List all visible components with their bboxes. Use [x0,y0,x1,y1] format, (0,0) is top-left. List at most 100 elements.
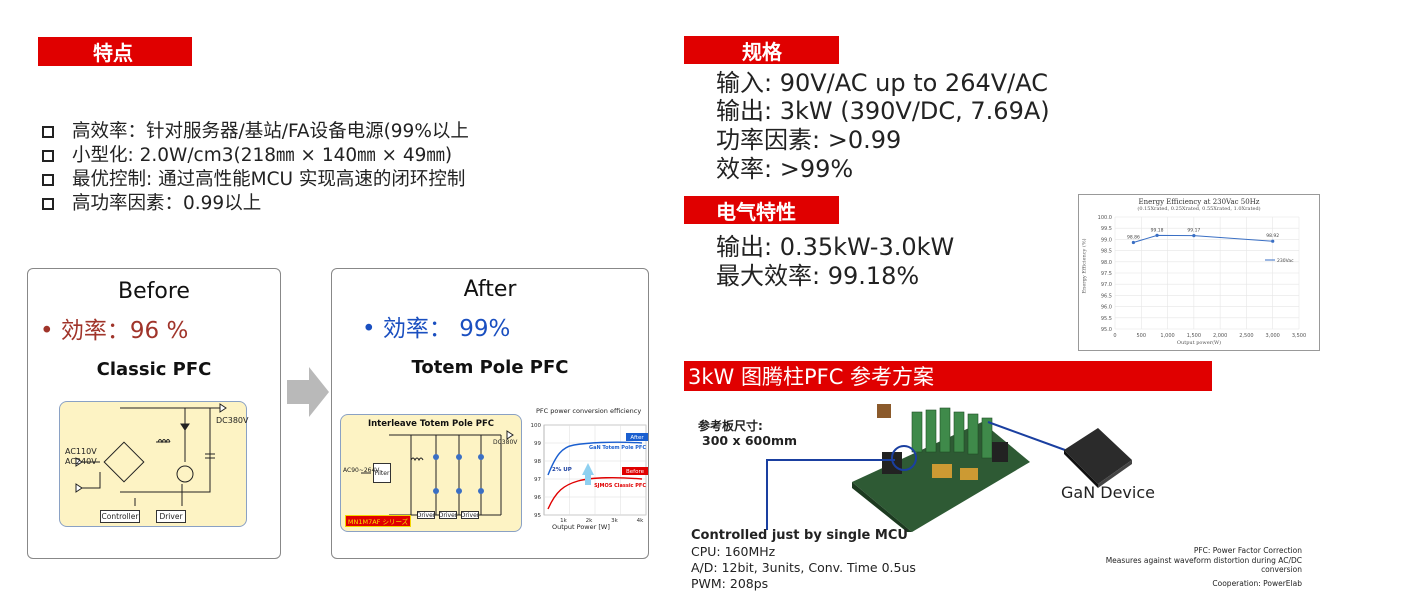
data-label: 98.92 [1266,233,1279,239]
mini-x-tick: 3k [611,518,618,524]
mini-chart-xlabel: Output Power [W] [552,523,610,531]
mini-y-tick: 99 [534,441,541,447]
electrical-header: 电气特性 [684,196,839,224]
before-ac2-label: AC240V [65,457,97,466]
note-line: Measures against waveform distortion dur… [1105,555,1302,565]
before-pfc-title: Classic PFC [96,359,212,380]
spec-line: 功率因素: >0.99 [716,126,902,154]
after-ac-label: AC90~264V [343,467,380,474]
mcu-line: A/D: 12bit, 3units, Conv. Time 0.5us [691,560,916,575]
x-tick-label: 0 [1113,333,1116,339]
mini-after-tag-label: After [630,435,644,441]
mini-up-arrow [582,463,594,475]
data-label: 99.17 [1187,228,1200,234]
mcu-line: CPU: 160MHz [691,544,776,559]
mcu-badge: MN1M7AF シリーズ [345,515,411,527]
x-tick-label: 2,000 [1213,333,1227,339]
feature-text: 高功率因素：0.99以上 [72,193,262,214]
series-line [1133,234,1273,243]
notes: PFC: Power Factor Correction Measures ag… [1082,546,1302,588]
feature-text: 高效率：针对服务器/基站/FA设备电源(99%以上 [72,121,469,142]
y-tick-label: 96.0 [1101,305,1112,311]
filter-box: Filter [373,463,391,483]
y-tick-label: 96.5 [1101,293,1112,299]
feature-text: 最优控制: 通过高性能MCU 实现高速的闭环控制 [72,169,466,190]
mini-y-tick: 98 [534,459,541,465]
feature-item: 小型化: 2.0W/cm3(218㎜ × 140㎜ × 49㎜) [42,144,469,168]
spec-line: 效率: >99% [716,155,854,183]
gan-chip-icon [1064,428,1132,488]
reference-board-image [852,404,1030,532]
mini-chart-title: PFC power conversion efficiency [536,407,642,415]
classic-pfc-schematic [75,403,227,506]
y-tick-label: 95.5 [1101,316,1112,322]
mini-before-tag [622,467,648,475]
before-ac1-label: AC110V [65,447,97,456]
electrical-line: 输出: 0.35kW-3.0kW [716,233,955,261]
right-arrow-icon [287,367,329,417]
y-tick-label: 99.5 [1101,226,1112,232]
feature-item: 高效率：针对服务器/基站/FA设备电源(99%以上 [42,120,469,144]
x-tick-label: 500 [1137,333,1147,339]
after-efficiency: • 効率： 99% [362,316,511,342]
board-size: 300 x 600mm [702,433,798,448]
x-tick-label: 1,000 [1160,333,1174,339]
mini-x-tick: 1k [560,518,567,524]
spec-line: 输入: 90V/AC up to 264V/AC [716,69,1049,97]
mini-gan-label: GaN Totem Pole PFC [589,445,646,451]
y-tick-label: 97.0 [1101,282,1112,288]
chart-xlabel: Output power(W) [1176,340,1222,346]
features-header: 特点 [38,37,192,66]
driver-box: Driver [438,511,458,519]
board-size-label: 参考板尺寸: [698,419,763,433]
y-tick-label: 95.0 [1101,327,1112,333]
before-title: Before [118,279,190,304]
mini-up-arrow [585,475,591,485]
note-line: PFC: Power Factor Correction [1193,546,1302,555]
mini-before-curve [547,476,643,510]
mini-after-tag [626,433,648,441]
after-title: After [463,277,517,302]
data-point [1155,233,1159,237]
x-tick-label: 1,500 [1187,333,1201,339]
mini-y-tick: 97 [534,477,541,483]
reference-header: 3kW 图腾柱PFC 参考方案 [684,361,1212,391]
chart-title: Energy Efficiency at 230Vac 50Hz [1138,198,1260,206]
driver-box: Driver [156,510,186,523]
data-point [1192,233,1196,238]
legend-label: 230Vac [1277,258,1294,264]
before-efficiency: • 効率：96 % [40,318,189,344]
driver-box: Driver [460,511,480,519]
data-label: 99.18 [1151,227,1164,233]
x-tick-label: 2,500 [1239,333,1253,339]
classic-pfc-circuit: DC380V AC110V AC240V Controller Driver [59,401,249,527]
mini-before-tag-label: Before [626,469,645,475]
y-tick-label: 100.0 [1098,215,1112,221]
mcu-title: Controlled just by single MCU [691,528,908,543]
data-point [1131,240,1135,245]
mini-y-tick: 96 [534,495,541,501]
mini-x-tick: 2k [586,518,593,524]
spec-line: 输出: 3kW (390V/DC, 7.69A) [716,97,1050,125]
feature-item: 高功率因素：0.99以上 [42,192,469,216]
electrical-line: 最大效率: 99.18% [716,262,920,290]
note-line: Cooperation: PowerElab [1212,578,1302,588]
mini-after-curve [547,441,643,476]
mini-gain-label: 2% UP [552,467,572,473]
feature-item: 最优控制: 通过高性能MCU 实现高速的闭环控制 [42,168,469,192]
driver-box: Driver [416,511,436,519]
feature-text: 小型化: 2.0W/cm3(218㎜ × 140㎜ × 49㎜) [72,145,453,166]
controller-box: Controller [100,510,140,523]
features-list: 高效率：针对服务器/基站/FA设备电源(99%以上 小型化: 2.0W/cm3(… [42,120,469,216]
checkbox-icon [42,150,54,162]
mini-sj-label: SJMOS Classic PFC [594,483,646,489]
x-tick-label: 3,500 [1292,333,1306,339]
y-tick-label: 98.5 [1101,249,1112,255]
efficiency-chart: Energy Efficiency at 230Vac 50Hz (0.15Xr… [1078,194,1320,351]
before-panel: Before • 効率：96 % Classic PFC DC380V [27,268,281,559]
data-point [1271,239,1275,243]
checkbox-icon [42,174,54,186]
after-dc-label: DC380V [493,439,518,446]
